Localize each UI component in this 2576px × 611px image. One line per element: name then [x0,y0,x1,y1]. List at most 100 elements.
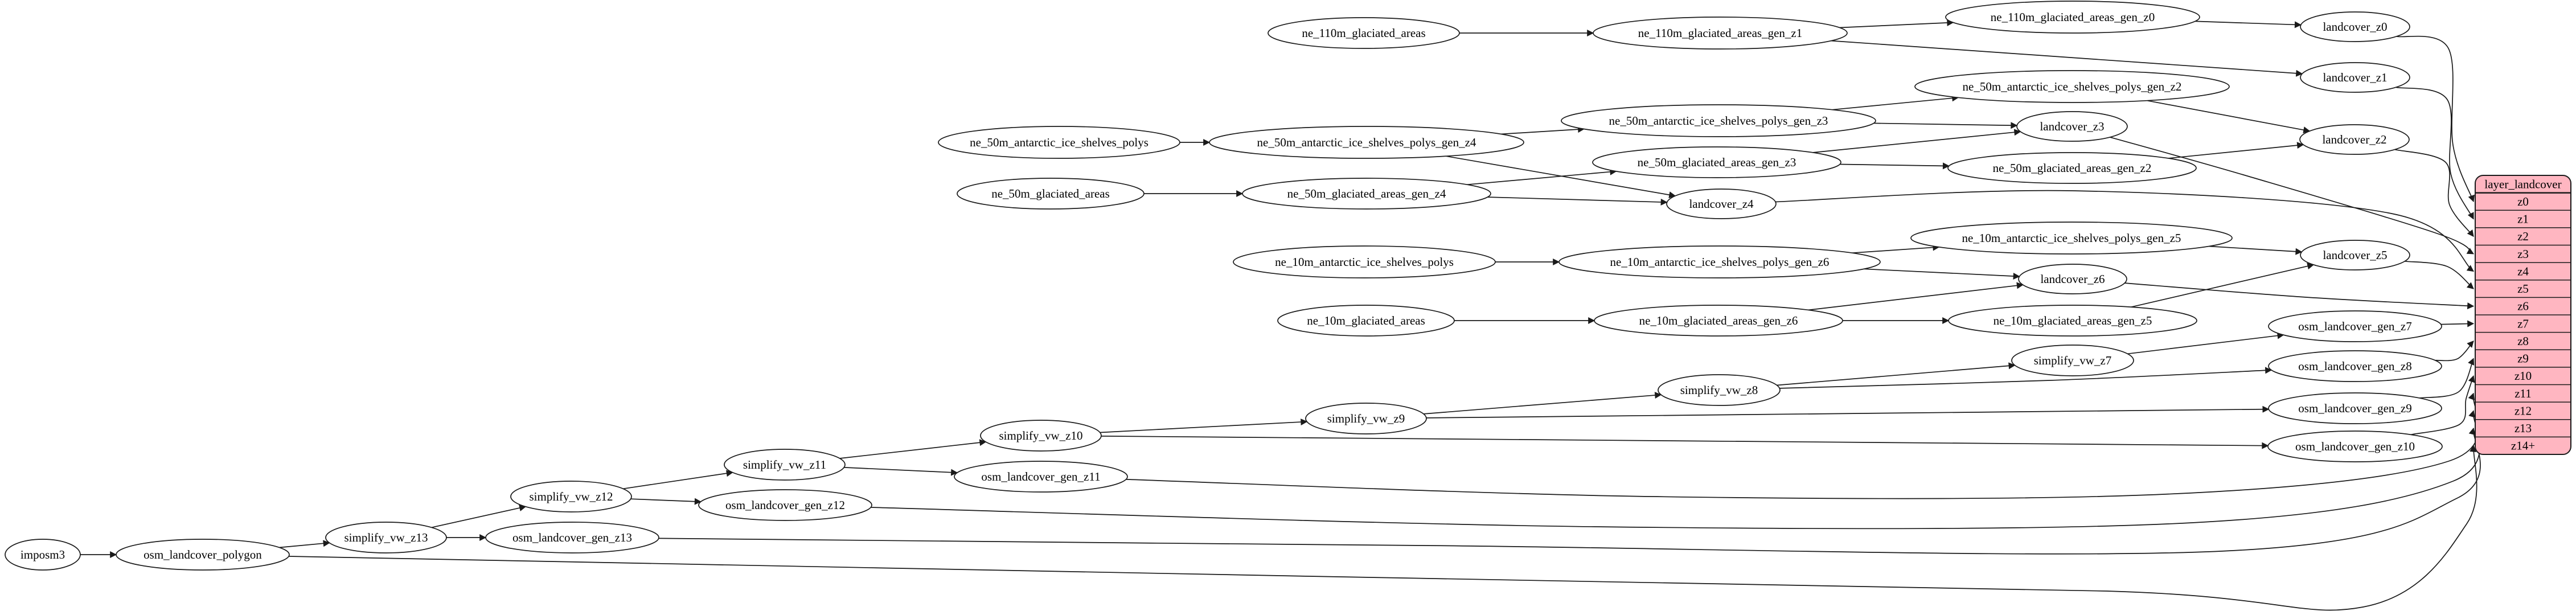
node-ellipse [957,178,1145,210]
edge-ne_50m_antarctic_ice_shelves_polys_gen_z3-to-landcover_z3 [1873,122,2018,129]
node-ellipse [325,522,447,553]
edge-simplify_vw_z8-to-osm_landcover_gen_z8 [1779,367,2273,389]
edge-osm_landcover_gen_z12-to-layer_landcover-row-z12 [871,410,2480,530]
node-ne_10m_antarctic_ice_shelves_polys: ne_10m_antarctic_ice_shelves_polys [1233,245,1496,278]
node-ne_10m_antarctic_ice_shelves_polys_gen_z5: ne_10m_antarctic_ice_shelves_polys_gen_z… [1910,222,2233,255]
node-simplify_vw_z9: simplify_vw_z9 [1305,403,1427,434]
table-row-z7: z7 [2517,317,2529,330]
node-ellipse [954,461,1128,493]
node-ellipse [2016,111,2128,142]
node-ellipse [980,420,1102,452]
node-osm_landcover_gen_z8: osm_landcover_gen_z8 [2268,350,2442,382]
table-row-z6: z6 [2517,300,2529,313]
node-ne_50m_glaciated_areas_gen_z2: ne_50m_glaciated_areas_gen_z2 [1947,152,2197,184]
node-ne_50m_antarctic_ice_shelves_polys: ne_50m_antarctic_ice_shelves_polys [938,126,1180,159]
edge-ne_10m_antarctic_ice_shelves_polys_gen_z5-to-landcover_z5 [2209,245,2303,255]
node-ellipse [1561,104,1876,137]
node-label: osm_landcover_gen_z10 [2295,440,2415,453]
edge-simplify_vw_z8-to-simplify_vw_z7 [1777,362,2016,386]
node-label: simplify_vw_z11 [743,458,826,471]
node-label: imposm3 [20,548,65,561]
edge-ne_50m_glaciated_areas_gen_z4-to-landcover_z4 [1487,196,1668,206]
node-label: ne_10m_antarctic_ice_shelves_polys [1275,255,1454,269]
edge-landcover_z5-to-layer_landcover-row-z5 [2405,260,2474,289]
node-label: ne_10m_antarctic_ice_shelves_polys_gen_z… [1962,231,2181,245]
node-ne_50m_antarctic_ice_shelves_polys_gen_z2: ne_50m_antarctic_ice_shelves_polys_gen_z… [1914,70,2230,103]
edge-simplify_vw_z11-to-simplify_vw_z10 [839,439,987,459]
node-ellipse [1658,374,1781,406]
node-ellipse [1242,178,1491,210]
node-label: ne_10m_glaciated_areas_gen_z5 [1993,314,2152,327]
edge-simplify_vw_z12-to-osm_landcover_gen_z12 [630,498,702,505]
node-label: simplify_vw_z12 [530,490,613,503]
edge-landcover_z4-to-layer_landcover-row-z4 [1775,190,2474,272]
table-header-label: layer_landcover [2484,177,2561,191]
edge-osm_landcover_gen_z11-to-layer_landcover-row-z11 [1126,392,2480,499]
node-osm_landcover_polygon: osm_landcover_polygon [116,539,290,571]
edge-simplify_vw_z13-to-simplify_vw_z12 [431,505,527,528]
edge-landcover_z6-to-layer_landcover-row-z6 [2124,282,2475,310]
node-osm_landcover_gen_z13: osm_landcover_gen_z13 [485,522,659,553]
node-label: simplify_vw_z7 [2034,354,2112,367]
node-landcover_z6: landcover_z6 [2018,264,2127,294]
node-ellipse [1593,17,1848,50]
node-ellipse [2018,264,2127,294]
table-row-z9: z9 [2517,352,2529,366]
node-imposm3: imposm3 [5,539,81,571]
table-row-z2: z2 [2517,229,2529,243]
node-label: ne_110m_glaciated_areas_gen_z1 [1638,26,1802,40]
node-ne_10m_antarctic_ice_shelves_polys_gen_z6: ne_10m_antarctic_ice_shelves_polys_gen_z… [1558,245,1881,278]
node-simplify_vw_z13: simplify_vw_z13 [325,522,447,553]
node-simplify_vw_z8: simplify_vw_z8 [1658,374,1781,406]
node-label: landcover_z3 [2040,120,2104,133]
edge-osm_landcover_gen_z13-to-layer_landcover-row-z13 [658,427,2481,555]
node-label: landcover_z1 [2323,71,2387,84]
node-ellipse [2267,430,2443,462]
node-label: ne_10m_glaciated_areas [1307,314,1425,327]
edge-ne_110m_glaciated_areas_gen_z1-to-ne_110m_glaciated_areas_gen_z0 [1839,19,1954,28]
node-label: landcover_z2 [2322,133,2386,146]
node-ellipse [510,481,632,512]
node-label: ne_50m_glaciated_areas [991,187,1110,200]
edge-landcover_z1-to-layer_landcover-row-z1 [2395,87,2474,220]
node-ellipse [1910,222,2233,255]
node-label: ne_10m_glaciated_areas_gen_z6 [1639,314,1798,327]
node-simplify_vw_z12: simplify_vw_z12 [510,481,632,512]
edge-osm_landcover_gen_z10-to-layer_landcover-row-z10 [2410,375,2475,436]
node-landcover_z3: landcover_z3 [2016,111,2128,142]
node-label: landcover_z6 [2040,272,2105,286]
node-ellipse [1948,305,2197,337]
node-ne_50m_antarctic_ice_shelves_polys_gen_z3: ne_50m_antarctic_ice_shelves_polys_gen_z… [1561,104,1876,137]
node-osm_landcover_gen_z9: osm_landcover_gen_z9 [2268,392,2442,424]
edges-layer [80,19,2481,611]
edge-simplify_vw_z11-to-osm_landcover_gen_z11 [844,467,958,476]
node-ellipse [1666,188,1777,219]
table-row-z5: z5 [2517,282,2529,296]
node-ne_110m_glaciated_areas_gen_z0: ne_110m_glaciated_areas_gen_z0 [1945,1,2200,34]
table-row-z10: z10 [2515,369,2532,383]
edge-simplify_vw_z9-to-osm_landcover_gen_z9 [1426,405,2270,419]
table-row-z4: z4 [2517,264,2529,278]
node-ne_50m_glaciated_areas: ne_50m_glaciated_areas [957,178,1145,210]
edge-ne_50m_glaciated_areas_gen_z3-to-landcover_z3 [1812,129,2021,153]
node-ne_10m_glaciated_areas_gen_z6: ne_10m_glaciated_areas_gen_z6 [1594,305,1843,337]
node-label: landcover_z5 [2323,248,2387,262]
edge-simplify_vw_z7-to-osm_landcover_gen_z7 [2127,332,2284,355]
node-label: ne_50m_glaciated_areas_gen_z4 [1287,187,1446,200]
node-label: osm_landcover_gen_z7 [2298,319,2411,333]
edge-ne_10m_glaciated_areas_gen_z5-to-landcover_z5 [2131,263,2315,308]
edge-ne_50m_antarctic_ice_shelves_polys_gen_z3-to-ne_50m_antarctic_ice_shelves_polys_gen_z2 [1832,95,1959,110]
edge-simplify_vw_z12-to-simplify_vw_z11 [623,470,733,490]
node-ne_10m_glaciated_areas: ne_10m_glaciated_areas [1277,305,1455,337]
table-row-z8: z8 [2517,334,2529,348]
node-label: simplify_vw_z13 [344,531,428,544]
node-label: ne_50m_glaciated_areas_gen_z2 [1993,161,2152,175]
node-ellipse [116,539,290,571]
edge-landcover_z0-to-layer_landcover-row-z0 [2396,35,2475,203]
node-ellipse [1947,152,2197,184]
nodes-layer: imposm3 osm_landcover_polygon simplify_vw_… [5,1,2571,571]
node-ne_50m_antarctic_ice_shelves_polys_gen_z4: ne_50m_antarctic_ice_shelves_polys_gen_z… [1209,126,1524,159]
edge-ne_50m_antarctic_ice_shelves_polys_gen_z4-to-ne_50m_antarctic_ice_shelves_polys_gen_z3 [1500,126,1585,135]
edge-simplify_vw_z10-to-simplify_vw_z9 [1100,419,1308,433]
node-ellipse [1945,1,2200,34]
